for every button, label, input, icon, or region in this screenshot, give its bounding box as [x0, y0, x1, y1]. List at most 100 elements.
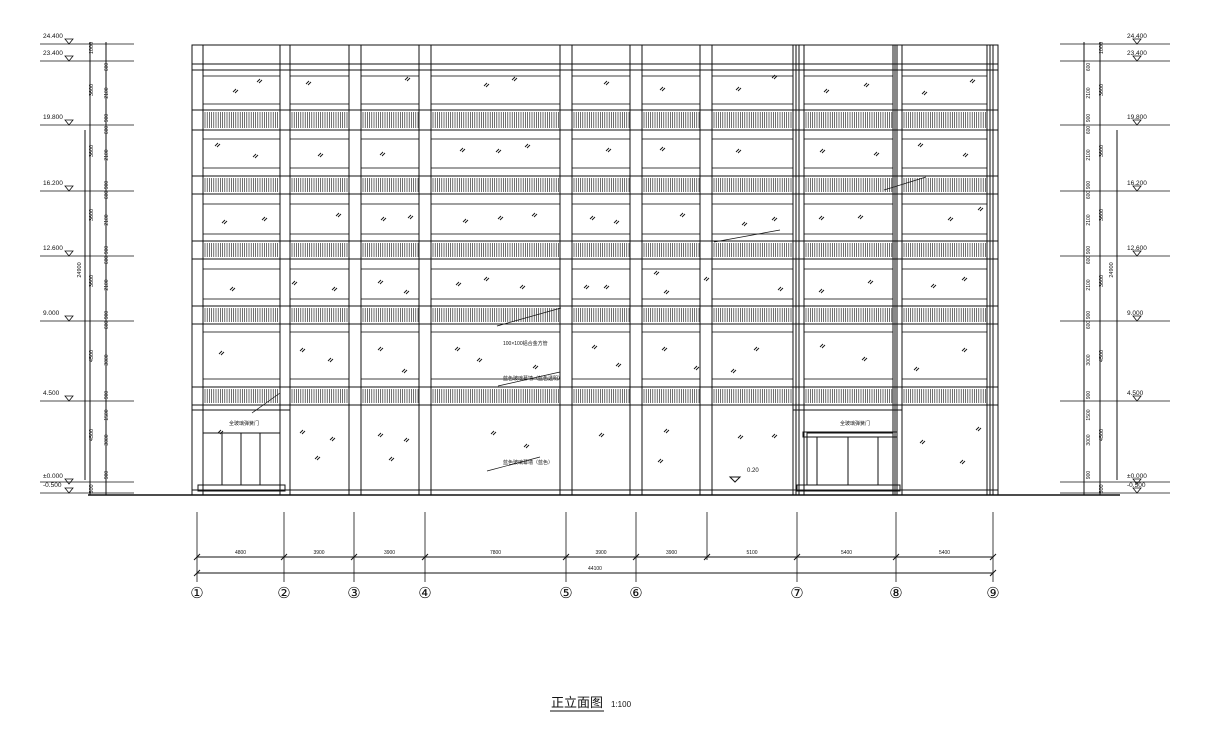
glass-panel [430, 138, 561, 169]
glass-reflection-mark [741, 221, 748, 227]
opening-dim: 600 [104, 321, 110, 330]
glass-panel [803, 331, 894, 380]
glass-reflection-mark [495, 148, 502, 154]
floor-band [803, 109, 894, 131]
height-dim: 500 [1099, 484, 1105, 493]
opening-dim: 3000 [104, 434, 110, 445]
height-dim: 1000 [1099, 42, 1105, 54]
opening-dim: 2100 [104, 279, 110, 290]
glass-reflection-mark [291, 280, 298, 286]
building-outline [191, 44, 999, 496]
glass-reflection-mark [403, 437, 410, 443]
glass-panel [202, 268, 281, 300]
glass-reflection-mark [483, 276, 490, 282]
glass-reflection-mark [737, 434, 744, 440]
glass-panel [901, 268, 988, 300]
level-label: 23.400 [43, 50, 63, 57]
glass-reflection-mark [959, 459, 966, 465]
glass-reflection-mark [459, 147, 466, 153]
level-label: 24.400 [43, 33, 63, 40]
glass-panel [360, 75, 420, 105]
glass-reflection-mark [256, 78, 263, 84]
level-triangle [64, 250, 74, 257]
glass-reflection-mark [703, 276, 710, 282]
glass-reflection-mark [524, 143, 531, 149]
glass-panel [571, 75, 631, 105]
opening-dim: 600 [104, 191, 110, 200]
opening-dim: 600 [1086, 126, 1092, 135]
glass-reflection-mark [659, 86, 666, 92]
glass-reflection-mark [771, 216, 778, 222]
glass-reflection-mark [218, 350, 225, 356]
glass-reflection-mark [455, 281, 462, 287]
level-label: -0.500 [43, 482, 62, 489]
level-marker [728, 476, 742, 483]
glass-reflection-mark [335, 212, 342, 218]
floor-band [202, 386, 281, 406]
opening-dim: 900 [1086, 246, 1092, 255]
glass-reflection-mark [819, 148, 826, 154]
height-dim: 3600 [1099, 209, 1105, 221]
glass-reflection-mark [377, 432, 384, 438]
glass-reflection-mark [873, 151, 880, 157]
floor-band [803, 175, 894, 195]
floor-band [202, 305, 281, 325]
glass-reflection-mark [603, 284, 610, 290]
glass-panel [360, 203, 420, 235]
glass-panel [711, 203, 794, 235]
level-label: 23.400 [1127, 50, 1147, 57]
glass-reflection-mark [379, 151, 386, 157]
level-020-label: 0.20 [747, 468, 759, 474]
level-label: 4.500 [1127, 390, 1144, 397]
glass-panel [571, 331, 631, 380]
level-label: 24.400 [1127, 33, 1147, 40]
glass-reflection-mark [490, 430, 497, 436]
glass-reflection-mark [511, 76, 518, 82]
scale-text: 1:100 [611, 700, 632, 709]
level-triangle [1132, 315, 1142, 322]
level-label: 9.000 [43, 310, 60, 317]
level-triangle [1132, 55, 1142, 62]
opening-dim: 600 [104, 126, 110, 135]
opening-dim: 2100 [104, 87, 110, 98]
glass-panel [901, 331, 988, 380]
level-label: 19.800 [1127, 114, 1147, 121]
dim-tick [793, 553, 801, 561]
level-triangle [64, 55, 74, 62]
opening-dim: 900 [1086, 471, 1092, 480]
axis-spacing-dim: 3900 [313, 550, 324, 556]
level-triangle [1132, 478, 1142, 485]
glass-reflection-mark [917, 142, 924, 148]
glass-reflection-mark [232, 88, 239, 94]
dim-tick [421, 553, 429, 561]
dim-tick [193, 553, 201, 561]
height-dim: 3600 [1099, 84, 1105, 96]
glass-panel [641, 331, 701, 380]
glass-panel [803, 75, 894, 105]
glass-reflection-mark [299, 347, 306, 353]
glass-panel [202, 331, 281, 380]
floor-band [202, 175, 281, 195]
glass-panel [430, 268, 561, 300]
axis-label: ④ [418, 585, 431, 602]
glass-reflection-mark [921, 90, 928, 96]
glass-reflection-mark [977, 206, 984, 212]
glass-reflection-mark [229, 286, 236, 292]
glass-reflection-mark [532, 364, 539, 370]
axis-spacing-dim: 4800 [235, 550, 246, 556]
level-triangle [64, 487, 74, 494]
level-triangle [1132, 250, 1142, 257]
glass-reflection-mark [605, 147, 612, 153]
axis-spacing-dim: 3900 [595, 550, 606, 556]
axis-label: ② [277, 585, 290, 602]
axis-spacing-dim: 3900 [666, 550, 677, 556]
height-dim: 4500 [89, 350, 95, 362]
right-entrance-door [796, 431, 901, 492]
level-label: 16.200 [43, 180, 63, 187]
glass-reflection-mark [663, 428, 670, 434]
glass-reflection-mark [404, 76, 411, 82]
total-width-dim: 44100 [588, 566, 602, 572]
opening-dim: 600 [104, 256, 110, 265]
glass-panel [289, 268, 350, 300]
